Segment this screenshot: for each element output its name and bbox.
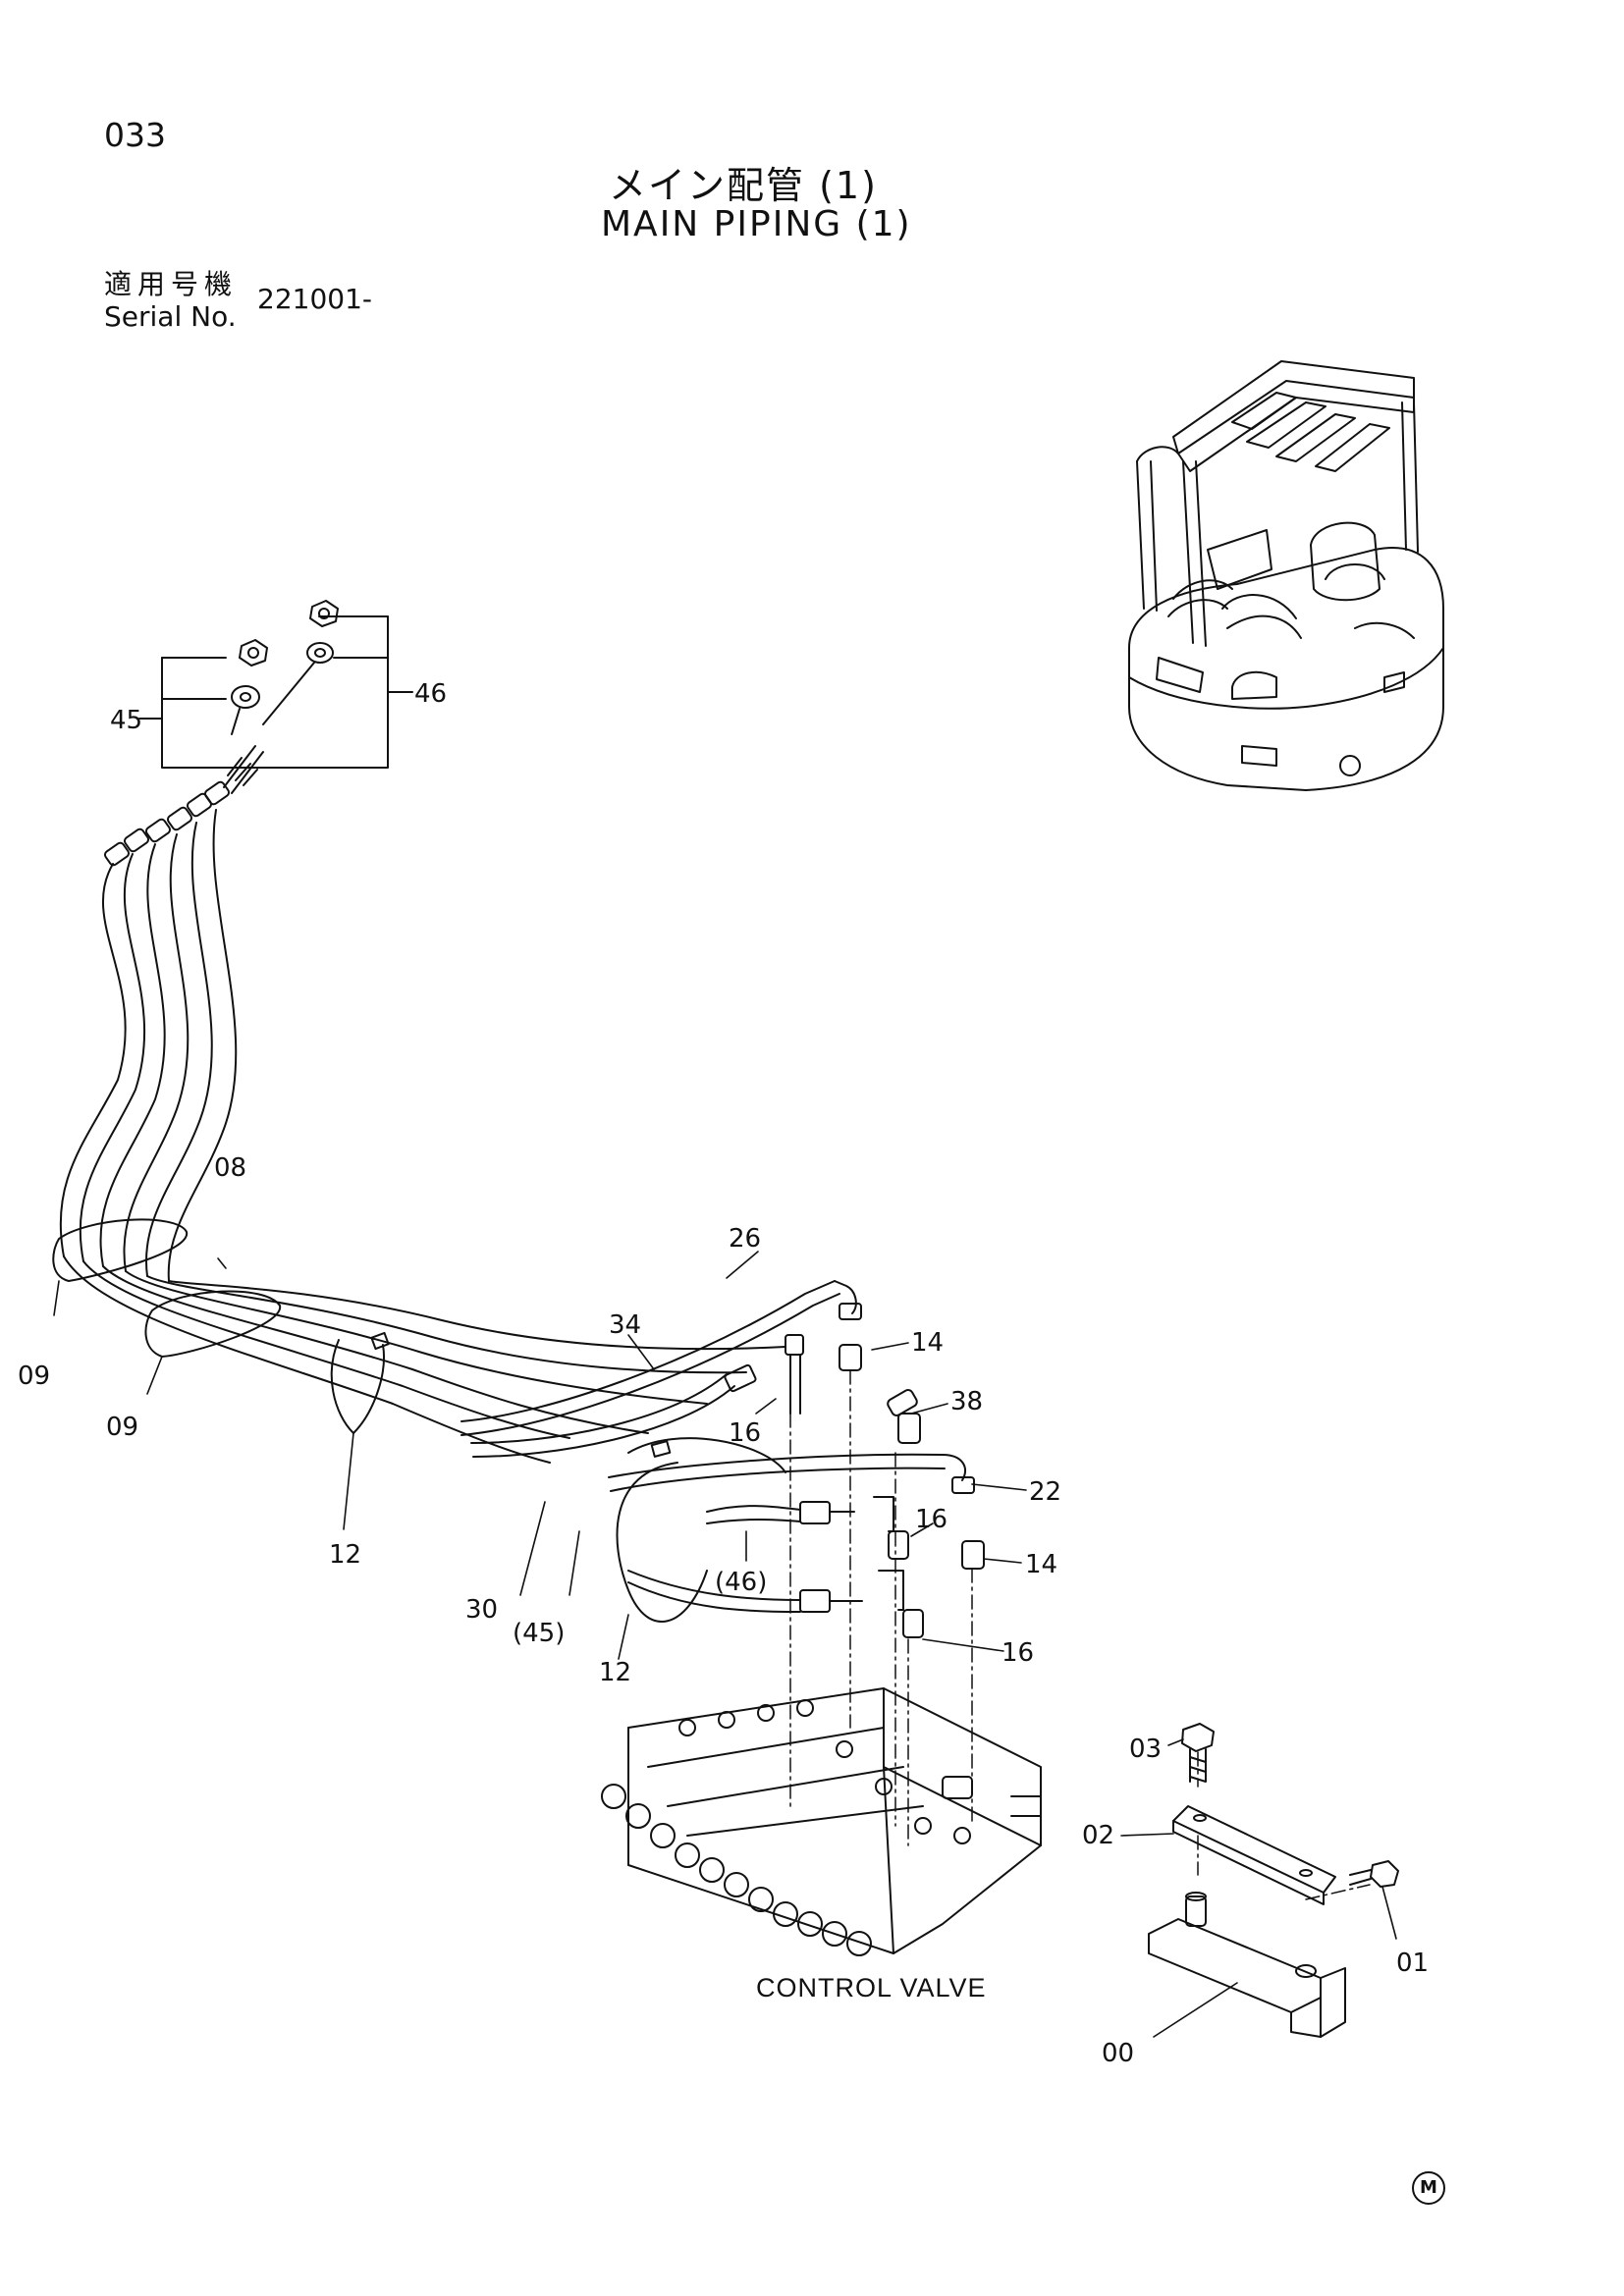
part-label-45-bracketed: (45) bbox=[513, 1619, 565, 1648]
part-label-14-lower: 14 bbox=[1025, 1550, 1057, 1579]
title-japanese: メイン配管 (1) bbox=[609, 164, 878, 207]
part-labels: 45 46 08 09 09 12 12 26 34 14 14 16 16 1… bbox=[18, 679, 1429, 2068]
part-label-38: 38 bbox=[950, 1387, 983, 1416]
part-label-14-upper: 14 bbox=[911, 1328, 944, 1358]
part-label-45: 45 bbox=[110, 706, 142, 735]
control-valve-illustration bbox=[601, 1687, 1042, 1956]
title-english: MAIN PIPING (1) bbox=[601, 204, 912, 244]
part-label-16-upper: 16 bbox=[729, 1418, 761, 1448]
part-label-22: 22 bbox=[1029, 1477, 1061, 1507]
part-label-16-middle: 16 bbox=[915, 1505, 947, 1534]
excavator-illustration bbox=[1128, 360, 1444, 791]
part-label-16-lower: 16 bbox=[1001, 1638, 1034, 1668]
part-label-30: 30 bbox=[465, 1595, 498, 1625]
part-label-00: 00 bbox=[1102, 2039, 1134, 2068]
valve-hoses bbox=[460, 1280, 985, 1638]
serial-label-english: Serial No. bbox=[104, 300, 237, 333]
part-label-02: 02 bbox=[1082, 1821, 1114, 1850]
serial-number-value: 221001- bbox=[257, 283, 372, 315]
assembly-centerlines bbox=[789, 1369, 1371, 1900]
part-label-12-left: 12 bbox=[329, 1540, 361, 1570]
control-valve-label: CONTROL VALVE bbox=[756, 1973, 987, 2002]
nut-washer-callout bbox=[138, 600, 413, 769]
page-number: 033 bbox=[104, 116, 166, 154]
part-label-03: 03 bbox=[1129, 1735, 1162, 1764]
part-label-09-upper: 09 bbox=[18, 1362, 50, 1391]
bracket-assembly bbox=[1148, 1723, 1399, 2038]
part-label-12-right: 12 bbox=[599, 1658, 631, 1687]
leader-lines bbox=[53, 1251, 1397, 2038]
part-label-09-lower: 09 bbox=[106, 1413, 138, 1442]
manufacturer-mark: M bbox=[1412, 2171, 1445, 2205]
hose-end-fittings bbox=[103, 745, 264, 867]
hose-bundle bbox=[52, 745, 786, 1623]
serial-label-japanese: 適用号機 bbox=[104, 268, 239, 300]
part-label-34: 34 bbox=[609, 1310, 641, 1340]
part-label-01: 01 bbox=[1396, 1949, 1429, 1978]
part-label-46: 46 bbox=[414, 679, 447, 709]
part-label-08: 08 bbox=[214, 1153, 246, 1183]
part-label-46-bracketed: (46) bbox=[715, 1568, 767, 1597]
part-label-26: 26 bbox=[729, 1224, 761, 1254]
